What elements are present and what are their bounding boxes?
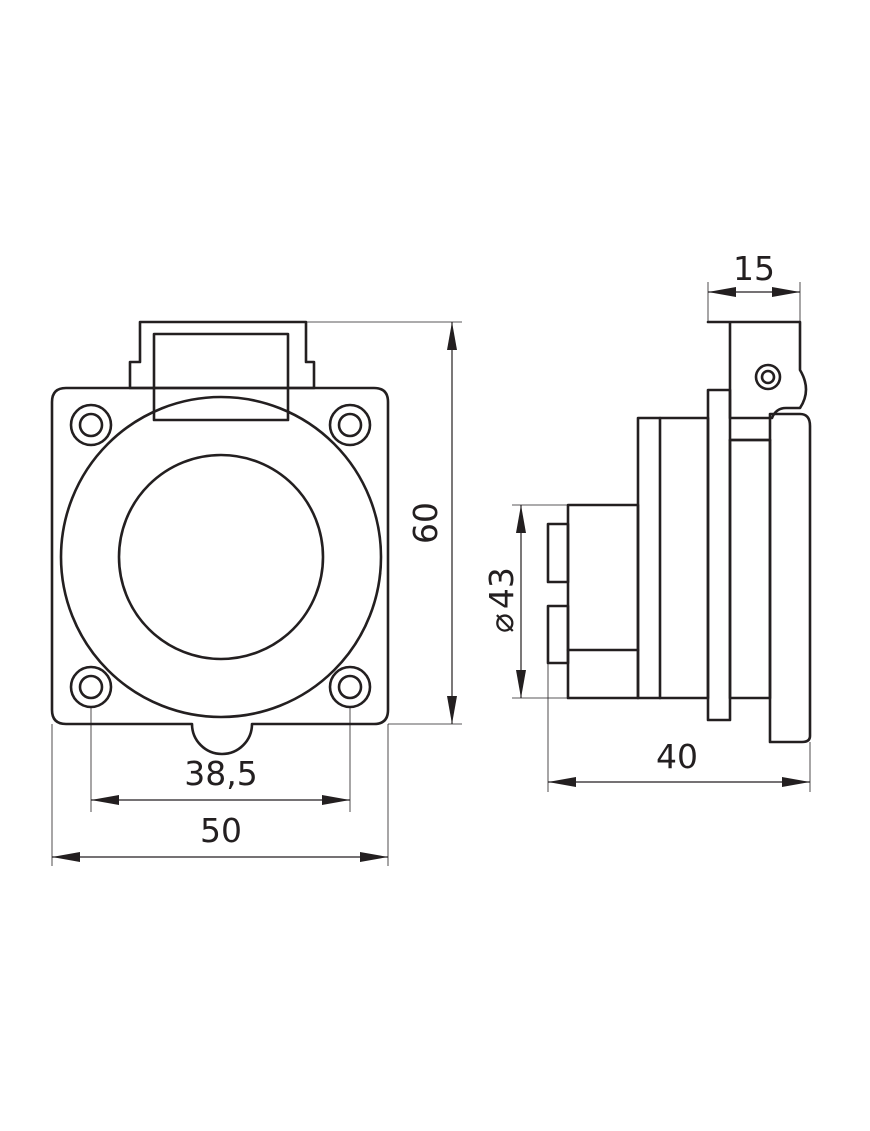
label-flange-depth: 15 <box>733 249 775 288</box>
label-body-diameter: 43 <box>482 567 521 609</box>
side-view <box>546 320 812 744</box>
label-overall-height: 60 <box>406 502 445 544</box>
svg-text:⌀43: ⌀ 43 <box>482 567 521 633</box>
dim-overall-height: 60 <box>306 321 462 725</box>
front-socket-face <box>117 453 325 661</box>
label-overall-depth: 40 <box>656 737 698 776</box>
side-lid <box>706 320 808 420</box>
dim-flange-depth: 15 <box>707 249 801 322</box>
side-front-cover <box>768 412 812 744</box>
dim-overall-depth: 40 <box>547 663 811 792</box>
front-outer-ring <box>59 395 383 719</box>
side-body <box>636 416 710 700</box>
front-mounting-holes <box>69 403 372 709</box>
front-lid-flap <box>152 332 290 422</box>
front-hinge-cap <box>128 320 316 390</box>
dim-overall-width: 50 <box>51 724 389 866</box>
label-overall-width: 50 <box>200 811 242 850</box>
dim-hole-spacing: 38,5 <box>90 707 351 812</box>
front-mounting-plate <box>50 386 390 756</box>
diameter-symbol: ⌀ <box>482 613 521 633</box>
dim-body-diameter: ⌀ 43 <box>482 504 568 699</box>
front-view <box>50 320 390 756</box>
label-hole-spacing: 38,5 <box>184 754 257 793</box>
side-hinge-pin <box>754 363 782 391</box>
side-flange <box>706 388 732 722</box>
side-terminal-block <box>566 503 640 700</box>
